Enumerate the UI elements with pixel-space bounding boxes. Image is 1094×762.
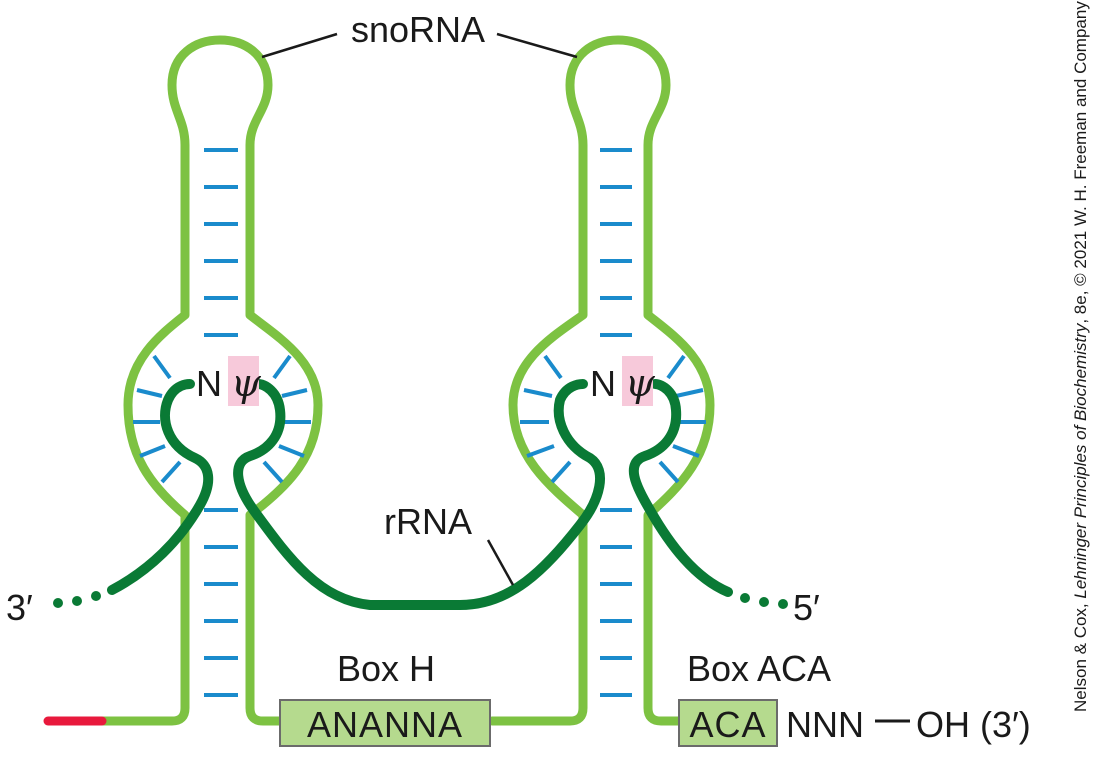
rrna-dot [778, 599, 788, 609]
psi-label-right: ψ [625, 361, 656, 405]
psi-highlight-right [622, 356, 653, 406]
rrna-segment-right-exit [628, 379, 733, 597]
rrna-segment-left-entry [107, 379, 214, 595]
box-h-rect [279, 699, 491, 747]
base-pair [272, 354, 292, 380]
box-aca-label: Box ACA [687, 648, 831, 689]
psi-label-left: ψ [231, 361, 262, 405]
rrna-dot [759, 597, 769, 607]
box-h: ANANNA [279, 699, 491, 747]
rrna-segment-middle [233, 379, 606, 610]
rrna-dot [53, 598, 63, 608]
base-pair [152, 354, 172, 380]
five-prime-label: 5′ [793, 587, 820, 628]
credit-book-title: Lehninger Principles of Biochemistry [1071, 322, 1090, 598]
rrna-3prime-dotted-end [53, 591, 101, 608]
snorna-strand-right-hairpin [487, 35, 715, 726]
snorna-strand-left-hairpin [95, 35, 323, 726]
n-label-left: N [196, 363, 222, 404]
credit-suffix: , 8e, © 2021 W. H. Freeman and Company [1071, 1, 1090, 324]
base-pair [262, 460, 284, 484]
left-upper-stem-base-pairs [204, 148, 238, 337]
rrna-dot [91, 591, 101, 601]
base-pair [666, 354, 686, 380]
base-pair [281, 388, 308, 398]
credit-line: Nelson & Cox, Lehninger Principles of Bi… [1071, 1, 1090, 712]
credit-prefix: Nelson & Cox, [1071, 599, 1090, 712]
rrna-label: rRNA [384, 501, 472, 542]
right-modification-site: N ψ [590, 356, 656, 406]
snorna-label: snoRNA [351, 9, 485, 50]
rrna-dot [72, 596, 82, 606]
box-h-label: Box H [337, 648, 435, 689]
left-pocket-base-pairs-outer [133, 354, 182, 484]
base-pair [543, 354, 563, 380]
base-pair [278, 444, 305, 458]
right-hairpin [487, 35, 715, 726]
rrna-5prime-dotted-end [740, 593, 788, 609]
rrna-leader-line [486, 539, 515, 586]
right-pocket-base-pairs-outer [520, 354, 572, 484]
base-pair [675, 388, 704, 398]
base-pair [526, 444, 555, 458]
snorna-leader-line-left [261, 32, 338, 59]
right-lower-stem-base-pairs [600, 508, 632, 697]
base-pair [523, 388, 553, 398]
three-prime-label: 3′ [6, 587, 33, 628]
left-hairpin [43, 35, 323, 726]
psi-highlight-left [228, 356, 259, 406]
left-lower-stem-base-pairs [204, 508, 238, 697]
rrna-dot [740, 593, 750, 603]
base-pair [136, 388, 163, 398]
base-pair [550, 460, 572, 484]
box-aca-sequence: ACA [689, 704, 766, 745]
base-pair [160, 460, 182, 484]
n-label-right: N [590, 363, 616, 404]
left-pocket-base-pairs-inner [262, 354, 311, 484]
base-pair [658, 460, 680, 484]
left-modification-site: N ψ [196, 356, 262, 406]
box-aca: ACA [678, 699, 778, 747]
right-pocket-base-pairs-inner [658, 354, 706, 484]
rrna-strand [53, 379, 788, 610]
base-pair [672, 444, 700, 458]
base-pair [139, 444, 166, 458]
right-upper-stem-base-pairs [600, 148, 632, 337]
box-aca-rect [678, 699, 778, 747]
box-h-sequence: ANANNA [307, 704, 463, 745]
tail-end-label: OH (3′) [916, 704, 1031, 745]
snorna-leader-line-right [496, 32, 578, 59]
tail-sequence: NNN [786, 704, 864, 745]
